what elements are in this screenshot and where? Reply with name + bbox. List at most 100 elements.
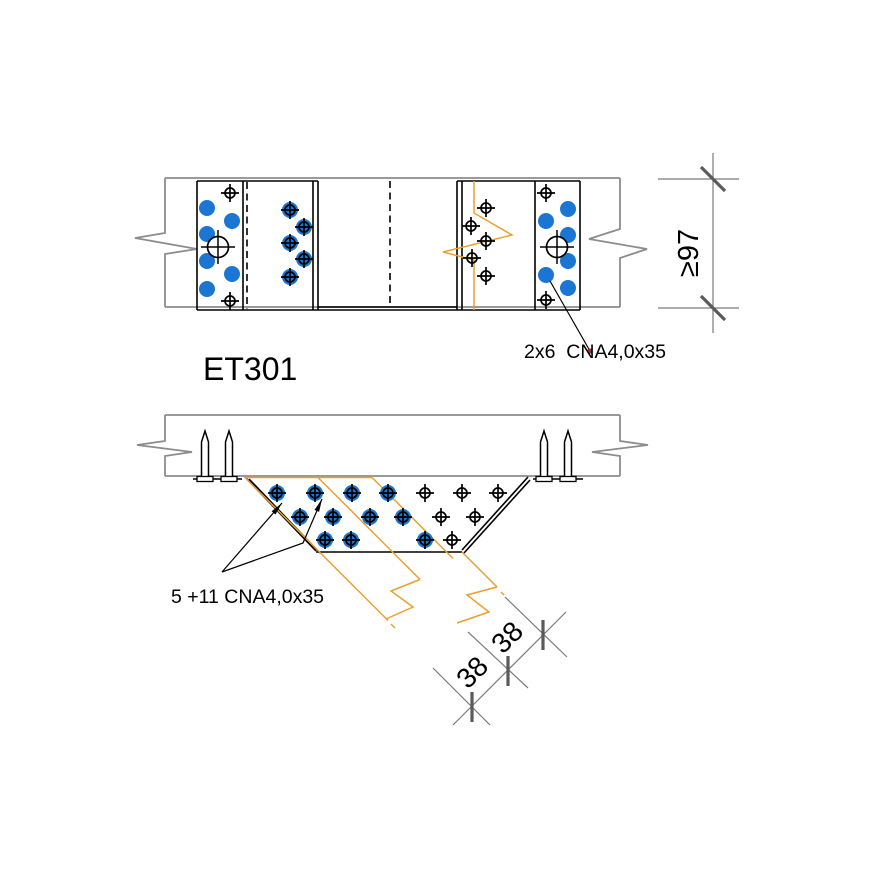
arrowhead-icon (271, 503, 282, 515)
nail-blue-icon (560, 253, 576, 269)
dim-ext-3 (504, 596, 568, 658)
nail-cross-icon (343, 484, 361, 502)
nail-blue-icon (199, 253, 215, 269)
dimension-height: ≥97 (658, 153, 739, 333)
nail-blue-icon (538, 267, 554, 283)
dimension-spacing: 38 38 (432, 596, 568, 726)
plan-view: ET301 2x6 CNA4,0x35 ≥97 (134, 153, 739, 387)
nail-cross-icon (537, 184, 555, 202)
bolt-hole-icon (201, 230, 235, 264)
nail-blue-icon (560, 201, 576, 217)
nail-cross-icon (281, 268, 299, 286)
nail-blue-icon (538, 213, 554, 229)
plan-nails (199, 184, 576, 310)
elevation-view: 5 +11 CNA4,0x35 38 38 (136, 414, 649, 726)
leader-line-1 (221, 502, 283, 573)
leader-5-11 (221, 498, 323, 573)
nail-plates-plan (196, 180, 581, 311)
dim-spacing-value-2: 38 (485, 615, 529, 659)
member-b-end-dash (500, 591, 505, 596)
drawing-title: ET301 (203, 351, 297, 387)
spike-body (539, 428, 549, 477)
nail-cross-icon (466, 508, 484, 526)
nail-blue-icon (199, 200, 215, 216)
nail-cross-icon (477, 232, 495, 250)
member-a-left-edge (244, 476, 389, 622)
member-a-end-dash (390, 623, 396, 629)
nail-cross-icon (477, 267, 495, 285)
leader-2x6 (549, 280, 593, 354)
bolt-hole-icon (540, 230, 574, 264)
nail-cross-icon (416, 484, 434, 502)
dim-height-value: ≥97 (673, 229, 705, 277)
nail-blue-icon (224, 266, 240, 282)
dim-ext-1 (432, 667, 491, 726)
dim-spacing-value-1: 38 (450, 650, 494, 694)
nail-spike-icon (535, 428, 553, 483)
nail-cross-icon (281, 234, 299, 252)
beam-break-left-icon (136, 415, 193, 476)
beam-break-right-icon (588, 178, 648, 307)
spike-base (196, 475, 214, 483)
member-a-break-icon (385, 578, 421, 620)
nail-cross-icon (416, 531, 434, 549)
nail-cross-icon (295, 250, 313, 268)
spike-base (220, 475, 238, 483)
nail-cross-icon (268, 484, 286, 502)
label-5-11: 5 +11 CNA4,0x35 (171, 586, 324, 608)
plate-right-edge-a (461, 476, 529, 551)
diagonal-member-break-line-icon (442, 181, 514, 310)
nail-cross-icon (306, 484, 324, 502)
hidden-lines-plan (246, 181, 391, 309)
nail-cross-icon (489, 484, 507, 502)
nail-cross-icon (453, 484, 471, 502)
nail-cross-icon (394, 508, 412, 526)
nail-blue-icon (199, 281, 215, 297)
nail-blue-icon (560, 280, 576, 296)
dim-tick-icon (699, 165, 727, 193)
beam-break-right-icon (591, 415, 649, 476)
member-b-right-edge (461, 551, 498, 588)
nail-cross-icon (221, 292, 239, 310)
nail-cross-icon (379, 484, 397, 502)
member-a-right-edge (317, 476, 421, 581)
plate-right-edge-b (463, 479, 531, 554)
diagonal-members (244, 476, 505, 629)
nail-spike-icon (196, 428, 214, 483)
nail-spike-icon (559, 428, 577, 483)
nail-cross-icon (361, 508, 379, 526)
elevation-nails (268, 484, 507, 549)
member-b-break-icon (456, 586, 498, 624)
nail-cross-icon (295, 218, 313, 236)
nail-cross-icon (221, 184, 239, 202)
beam-break-left-icon (134, 178, 198, 307)
arrowhead-icon (314, 499, 322, 512)
nail-cross-icon (342, 531, 360, 549)
nail-spike-icon (220, 428, 238, 483)
nail-cross-icon (316, 531, 334, 549)
label-2x6: 2x6 CNA4,0x35 (524, 341, 666, 363)
leader-line (549, 280, 591, 352)
nail-cross-icon (281, 201, 299, 219)
leader-dot-icon (587, 348, 593, 354)
leader-line-2 (221, 498, 323, 573)
spike-body (563, 428, 573, 477)
spike-body (224, 428, 234, 477)
nail-cross-icon (443, 531, 461, 549)
nail-cross-icon (291, 508, 309, 526)
nail-cross-icon (463, 249, 481, 267)
spike-base (559, 475, 577, 483)
nail-cross-icon (432, 508, 450, 526)
nail-cross-icon (324, 508, 342, 526)
spike-body (200, 428, 210, 477)
nail-spikes (193, 428, 583, 483)
nail-blue-icon (199, 226, 215, 242)
nail-blue-icon (224, 213, 240, 229)
nail-cross-icon (537, 291, 555, 309)
dim-tick-icon (699, 294, 727, 322)
nail-cross-icon (462, 217, 480, 235)
dim-ext-2 (467, 631, 529, 689)
nail-cross-icon (477, 199, 495, 217)
spike-base (535, 475, 553, 483)
